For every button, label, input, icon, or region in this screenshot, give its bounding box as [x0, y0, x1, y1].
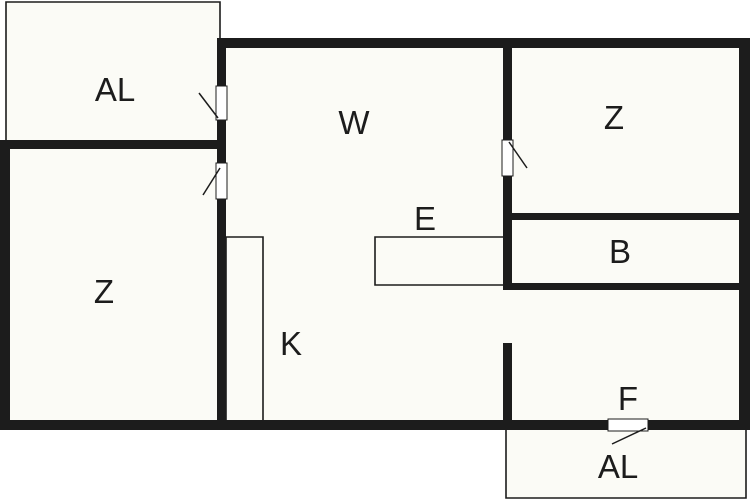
wall-top [217, 38, 750, 48]
room-label-kitchen: K [280, 325, 302, 362]
room-label-bath: B [609, 233, 631, 270]
wall-bedroom-bath [503, 213, 750, 220]
wall-right [739, 38, 750, 430]
balcony-bottom-outline [505, 428, 747, 499]
room-label-hall: E [414, 200, 436, 237]
balcony-bottom-floor [506, 428, 746, 498]
door-balcony-top [215, 85, 228, 121]
wall-bottom [0, 420, 750, 430]
room-label-balcony-bottom: AL [598, 448, 638, 485]
door-bedroom-left [215, 162, 228, 200]
wall-balcony-divider [0, 140, 226, 149]
room-label-bedroom-left: Z [94, 273, 114, 310]
wall-center-lower [503, 343, 512, 430]
wall-left [0, 140, 10, 430]
door-swing-bedroom-right [508, 141, 528, 169]
door-swing-balcony-top [198, 92, 219, 119]
door-swing-bedroom-left [202, 167, 221, 196]
wall-left-rooms [217, 38, 226, 430]
wall-bath-corridor [503, 283, 750, 290]
room-label-balcony-top: AL [95, 71, 135, 108]
room-label-living: W [338, 104, 370, 141]
hall-cabinet [374, 236, 506, 286]
main-floor [6, 44, 746, 428]
door-balcony-bottom [607, 418, 649, 432]
room-label-bedroom-right: Z [604, 99, 624, 136]
balcony-top-outline [5, 1, 221, 142]
door-bedroom-right [501, 139, 514, 177]
door-swing-balcony-bottom [611, 427, 647, 445]
room-label-corridor: F [618, 380, 638, 417]
